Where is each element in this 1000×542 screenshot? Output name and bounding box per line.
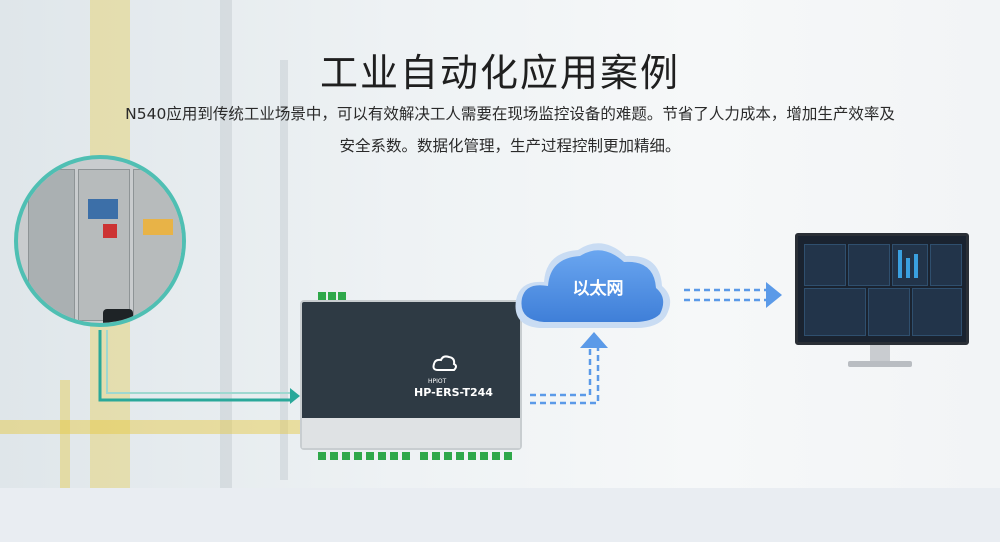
switchgear-cabinet-image [14, 155, 186, 327]
monitor-stand [870, 345, 890, 361]
cloud-label: 以太网 [572, 279, 624, 299]
serial-server-device: HPIOT HP-ERS-T244 [300, 300, 522, 450]
page-title: 工业自动化应用案例 [319, 51, 680, 95]
device-model: HP-ERS-T244 [414, 386, 493, 399]
cloud-icon [515, 243, 671, 328]
page-description: N540应用到传统工业场景中，可以有效解决工人需要在现场监控设备的难题。节省了人… [125, 105, 895, 155]
monitor-screen [795, 233, 969, 345]
footer-band [0, 488, 1000, 542]
hpiot-logo-icon [432, 355, 457, 371]
monitor-base [848, 361, 912, 367]
device-brand: HPIOT [428, 378, 447, 385]
